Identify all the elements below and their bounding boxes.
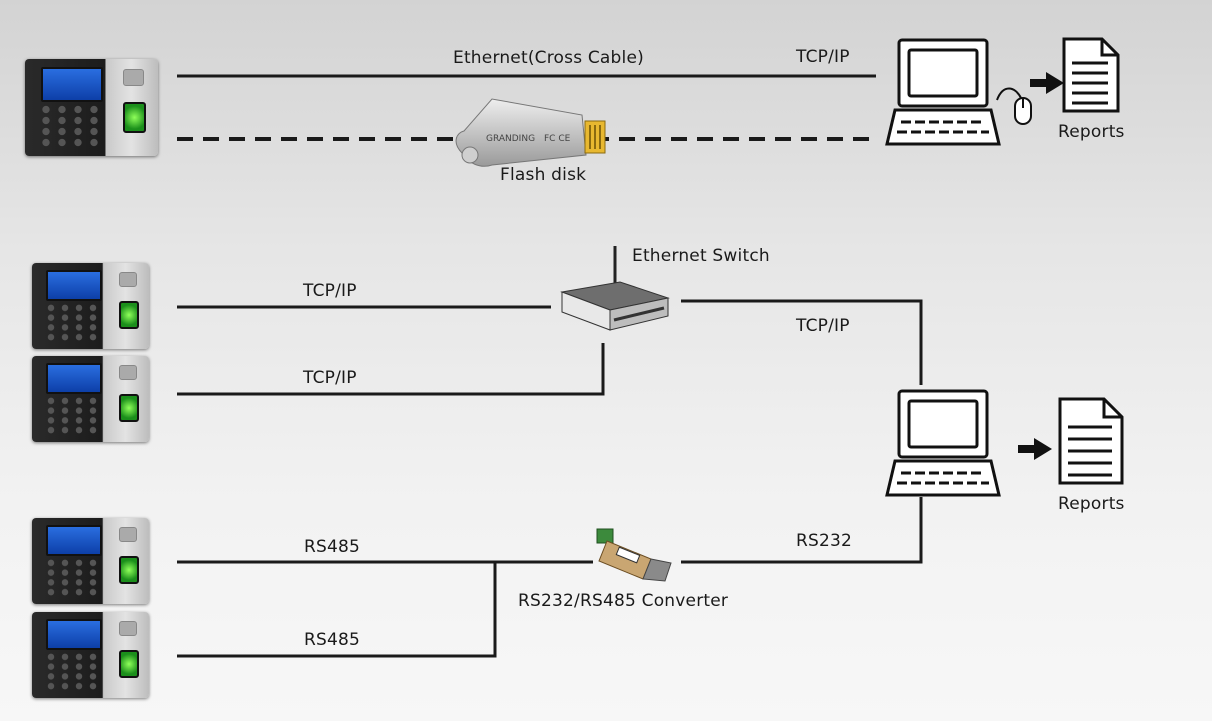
report-document-icon xyxy=(1058,397,1124,485)
rs485-device-1-label: RS485 xyxy=(304,537,361,557)
flash-disk-icon: GRANDING FC CE xyxy=(455,98,606,167)
tcpip-switch-pc-label: TCP/IP xyxy=(796,316,850,336)
flash-disk-brand: GRANDING xyxy=(486,134,535,144)
tcpip-device-2-label: TCP/IP xyxy=(303,368,357,388)
tcpip-device-1-label: TCP/IP xyxy=(303,281,357,301)
ethernet-switch-label: Ethernet Switch xyxy=(632,246,770,266)
ethernet-switch-icon xyxy=(560,246,670,331)
arrow-right-icon xyxy=(1018,438,1052,460)
flash-disk-marks: FC CE xyxy=(544,134,571,144)
attendance-device-rs485-2 xyxy=(32,612,149,698)
converter-icon xyxy=(596,528,672,582)
rs232-label: RS232 xyxy=(796,531,853,551)
mouse-icon xyxy=(996,87,1032,125)
rs485-line-2 xyxy=(177,562,497,658)
computer-bottom-icon xyxy=(885,389,1001,497)
rs485-device-2-label: RS485 xyxy=(304,630,361,650)
ethernet-cross-cable-label: Ethernet(Cross Cable) xyxy=(453,48,644,68)
tcpip-line-2 xyxy=(177,343,605,396)
attendance-device-tcpip-2 xyxy=(32,356,149,442)
flash-disk-label: Flash disk xyxy=(500,165,587,185)
attendance-device-tcpip-1 xyxy=(32,263,149,349)
tcpip-top-label: TCP/IP xyxy=(796,47,850,67)
report-document-icon xyxy=(1062,37,1120,113)
reports-bottom-label: Reports xyxy=(1058,494,1125,514)
attendance-device-top xyxy=(25,59,158,156)
arrow-right-icon xyxy=(1030,72,1064,94)
attendance-device-rs485-1 xyxy=(32,518,149,604)
converter-label: RS232/RS485 Converter xyxy=(518,591,729,611)
reports-top-label: Reports xyxy=(1058,122,1125,142)
switch-to-pc-line xyxy=(681,299,923,385)
rs232-line xyxy=(681,497,923,564)
computer-top-icon xyxy=(885,38,1001,146)
